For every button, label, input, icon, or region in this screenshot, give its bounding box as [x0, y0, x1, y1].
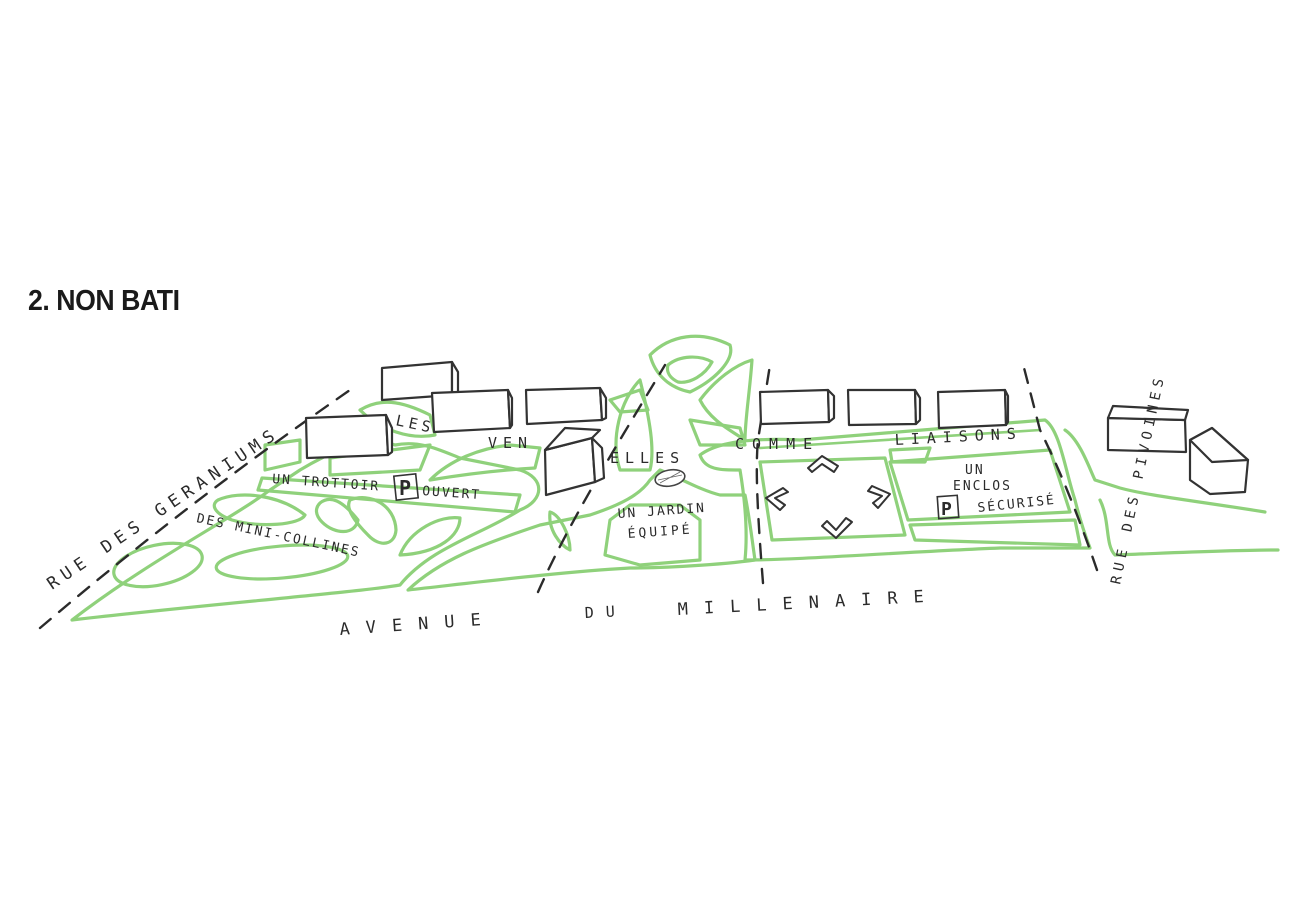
label-liaisons: LIAISONS — [894, 424, 1023, 449]
building — [430, 388, 512, 434]
enclosure-outline — [698, 418, 1092, 562]
label-elles: ELLES — [610, 449, 685, 467]
garden-patch — [603, 503, 702, 567]
mini-hill — [214, 543, 350, 581]
label-comme: COMME — [735, 435, 820, 453]
building — [524, 386, 604, 426]
enclosure-strip — [888, 446, 932, 464]
arrow-left-icon — [765, 487, 789, 511]
north-path — [614, 378, 654, 472]
mini-hill — [548, 510, 572, 552]
enclosure-arrows — [765, 455, 891, 539]
label-un: UN — [965, 463, 985, 478]
north-path-inner — [665, 355, 714, 384]
liaisons-line — [758, 428, 1042, 450]
label-equipe: ÉQUIPÉ — [627, 521, 693, 541]
label-des-mini-collines: DES MINI-COLLINES — [195, 511, 362, 560]
mini-hill — [398, 516, 462, 557]
buildings — [304, 360, 1250, 497]
mini-hill — [347, 496, 398, 545]
pivoines-boundary — [1020, 358, 1099, 572]
label-parking-2: P — [941, 499, 952, 520]
mini-hill — [314, 497, 360, 534]
north-path — [698, 358, 754, 442]
page-title: 2. NON BATI — [28, 285, 180, 317]
building — [936, 388, 1008, 430]
label-ven: VEN — [488, 434, 533, 452]
mini-hill — [112, 541, 204, 589]
north-path — [648, 334, 733, 394]
arrow-down-icon — [821, 517, 853, 539]
label-ouvert: OUVERT — [422, 484, 482, 503]
arrow-up-icon — [807, 455, 839, 473]
label-un-jardin: UN JARDIN — [617, 501, 706, 522]
parking-box — [936, 494, 960, 520]
north-path — [688, 418, 747, 447]
parking-box — [392, 473, 420, 501]
left-park-outline — [70, 438, 541, 622]
green-patch — [428, 443, 542, 482]
building — [758, 388, 831, 426]
label-millenaire: MILLENAIRE — [677, 586, 940, 620]
enclosure-field — [888, 448, 1072, 522]
mini-hill — [212, 493, 307, 527]
green-patch — [263, 438, 302, 472]
east-strip — [1098, 498, 1280, 557]
sidewalk-band — [256, 476, 522, 514]
arrow-right-icon — [867, 485, 891, 509]
label-du: DU — [584, 602, 627, 622]
geraniums-boundary — [38, 388, 352, 630]
garden-east-boundary — [755, 363, 772, 585]
enclosure-field — [758, 456, 907, 542]
label-parking: P — [399, 476, 411, 500]
green-spaces — [70, 334, 1280, 622]
building — [304, 413, 390, 460]
label-enclos: ENCLOS — [953, 479, 1012, 494]
green-patch — [328, 443, 432, 477]
label-rue-des-geraniums: RUE DES GERANIUMS — [44, 423, 284, 594]
enclosure-strip — [908, 518, 1082, 547]
label-avenue: AVENUE — [339, 609, 497, 640]
east-strip — [1063, 428, 1267, 514]
building — [846, 388, 918, 427]
